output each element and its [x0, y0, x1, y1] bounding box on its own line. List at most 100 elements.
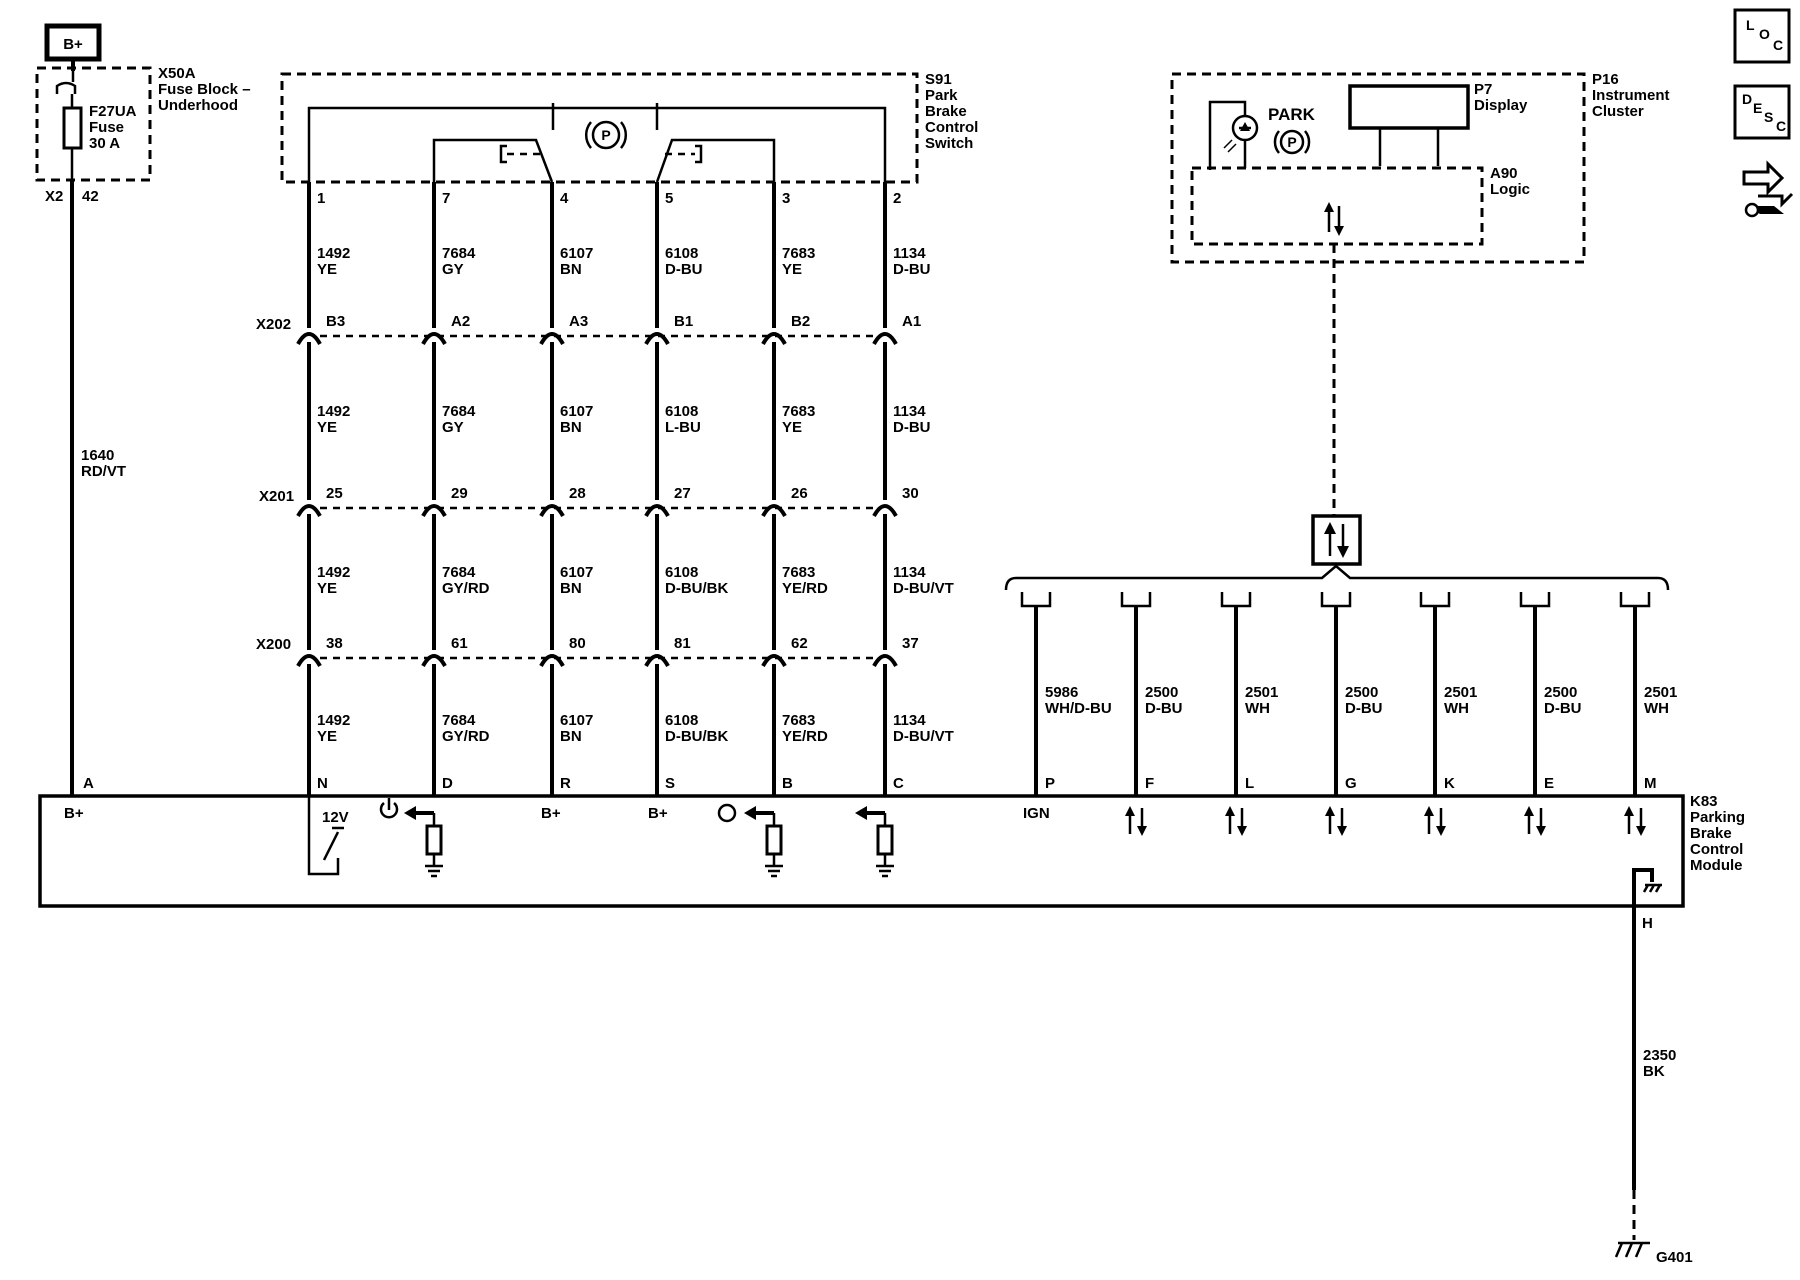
module-pin-label: B — [782, 775, 793, 792]
svg-text:C: C — [1776, 118, 1786, 134]
serial-data-brace — [1004, 564, 1670, 591]
connector-pin-label: 38 — [326, 635, 343, 652]
switch-boundary — [280, 72, 919, 184]
connector-cavity — [644, 504, 670, 518]
connector-cavity — [644, 654, 670, 668]
switch-pin-label: 2 — [893, 190, 901, 207]
wire-number-label: 6107 — [560, 403, 593, 420]
bus-wire-number: 2501 — [1444, 684, 1477, 701]
module-12v-label: 12V — [322, 809, 349, 826]
power-icon — [379, 798, 399, 819]
connector-pin-label: B3 — [326, 313, 345, 330]
display-label-2: Display — [1474, 97, 1528, 114]
ground-icon — [765, 864, 783, 878]
bidirectional-arrows-icon — [1624, 806, 1646, 836]
wire-color-label: YE — [317, 261, 337, 278]
bus-wire-number: 2500 — [1145, 684, 1178, 701]
logic-data-arrows-icon — [1324, 202, 1344, 236]
connector-tool-icon[interactable] — [1742, 160, 1794, 218]
module-label-1: K83 — [1690, 793, 1718, 810]
wire-color-label: GY — [442, 419, 464, 436]
bidirectional-arrows-icon — [1125, 806, 1147, 836]
resistor — [765, 824, 783, 856]
wire-color-label: YE/RD — [782, 728, 828, 745]
bus-module-pin: F — [1145, 775, 1154, 792]
logic-label-2: Logic — [1490, 181, 1530, 198]
bus-module-pin: E — [1544, 775, 1554, 792]
wire-number-label: 1492 — [317, 564, 350, 581]
switch-pin-label: 7 — [442, 190, 450, 207]
bidirectional-arrows-icon — [1225, 806, 1247, 836]
wire-number-label: 1134 — [893, 245, 926, 262]
bus-cavity — [1220, 592, 1252, 608]
loc-icon[interactable]: L O C — [1733, 8, 1791, 64]
module-chassis-ground-icon — [1642, 883, 1662, 893]
module-bplus-1: B+ — [64, 805, 84, 822]
bus-cavity — [1619, 592, 1651, 608]
wire-color-label: D-BU — [665, 261, 703, 278]
module-input-circuits — [404, 806, 894, 878]
connector-pin-label: A3 — [569, 313, 588, 330]
wire-number-label: 7683 — [782, 245, 815, 262]
input-pullup-circuit — [744, 806, 783, 878]
desc-icon[interactable]: D E S C — [1733, 84, 1791, 140]
switch-pin-label: 4 — [560, 190, 569, 207]
connector-cavity — [761, 654, 787, 668]
ground-icon — [876, 864, 894, 878]
connector-cavity — [421, 654, 447, 668]
wire-number-label: 7684 — [442, 712, 476, 729]
fuse-pin-42: 42 — [82, 188, 99, 205]
bus-wire-number: 2501 — [1644, 684, 1677, 701]
switch-contact-left — [432, 138, 554, 183]
wire-color-label: D-BU/BK — [665, 580, 728, 597]
bidirectional-arrows-icon — [1524, 806, 1546, 836]
connector-cavity — [421, 332, 447, 346]
switch-label-1: S91 — [925, 71, 952, 88]
wire-color-label: BN — [560, 728, 582, 745]
wire-1640-color: RD/VT — [81, 463, 126, 480]
connector-cavity — [644, 332, 670, 346]
connector-pin-label: 62 — [791, 635, 808, 652]
wire-number-label: 1134 — [893, 564, 926, 581]
display-p7 — [1348, 84, 1470, 130]
bus-cavity — [1120, 592, 1152, 608]
bus-wire-number: 2500 — [1544, 684, 1577, 701]
wire-color-label: BN — [560, 261, 582, 278]
svg-text:C: C — [1773, 37, 1783, 53]
wire-number-label: 1134 — [893, 403, 926, 420]
wire-2350-number: 2350 — [1643, 1047, 1676, 1064]
switch-label-5: Switch — [925, 135, 973, 152]
fuse-label-2: Fuse — [89, 119, 124, 136]
module-label-2: Parking — [1690, 809, 1745, 826]
wire-color-label: YE — [782, 261, 802, 278]
bus-cavity — [1320, 592, 1352, 608]
serial-data-splice-box — [1311, 514, 1362, 566]
ground-g401-label: G401 — [1656, 1249, 1693, 1266]
switch-label-4: Control — [925, 119, 978, 136]
bus-circuit-columns: 5986WH/D-BUPIGN2500D-BUF2501WHL2500D-BUG… — [1020, 592, 1677, 836]
bus-wire-color: WH — [1245, 700, 1270, 717]
ground-icon — [425, 864, 443, 878]
connector-pin-label: 81 — [674, 635, 691, 652]
switch-pin-label: 1 — [317, 190, 325, 207]
connector-cavity — [421, 504, 447, 518]
wire-color-label: L-BU — [665, 419, 701, 436]
wire-color-label: YE — [317, 419, 337, 436]
wire-number-label: 7683 — [782, 564, 815, 581]
wire-color-label: D-BU/VT — [893, 728, 954, 745]
cluster-label-1: P16 — [1592, 71, 1619, 88]
park-lamp-label: PARK — [1268, 105, 1316, 124]
resistor — [425, 824, 443, 856]
wire-number-label: 1492 — [317, 245, 350, 262]
fuse-f27ua — [62, 106, 83, 150]
bus-cavity — [1419, 592, 1451, 608]
wire-color-label: YE/RD — [782, 580, 828, 597]
